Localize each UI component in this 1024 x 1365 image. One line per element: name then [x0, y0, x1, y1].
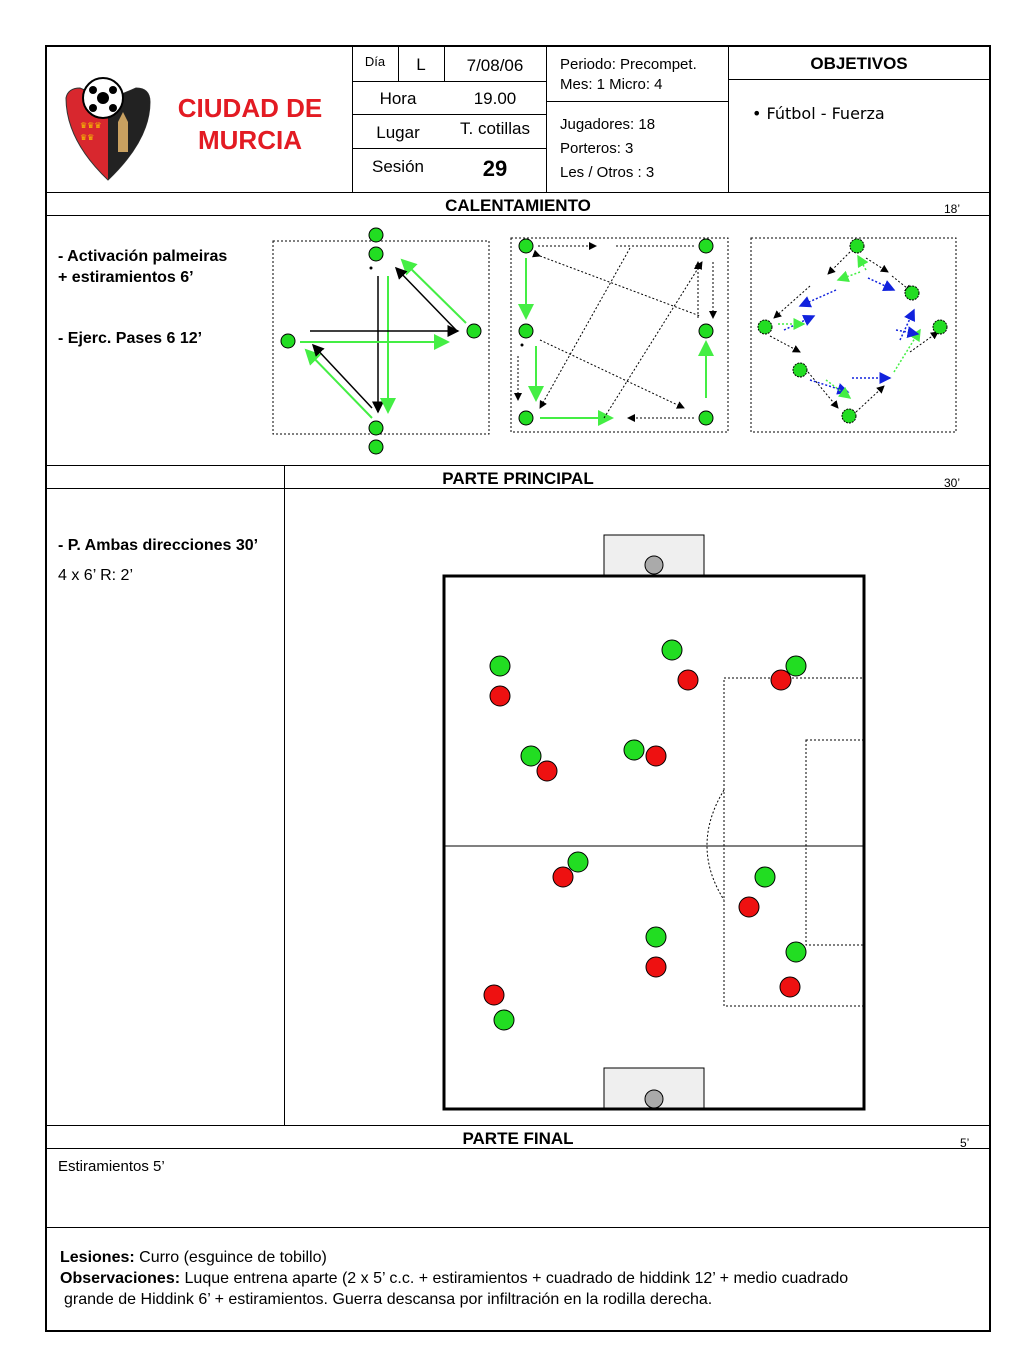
- warmup-field-3: [750, 237, 957, 433]
- frame-left: [45, 45, 47, 1332]
- observaciones-row: Observaciones: Luque entrena aparte (2 x…: [60, 1270, 848, 1288]
- warmup-field-1: [272, 240, 490, 435]
- final-text: Estiramientos 5’: [58, 1158, 165, 1175]
- dia-label: Día: [364, 54, 386, 69]
- divider: [45, 1125, 991, 1126]
- periodo: Periodo: Precompet.: [560, 56, 697, 73]
- calentamiento-title: CALENTAMIENTO: [445, 196, 591, 215]
- divider: [728, 79, 990, 80]
- principal-duration: 30’: [944, 476, 961, 490]
- calentamiento-line1: - Activación palmeiras: [58, 248, 228, 265]
- divider: [45, 192, 991, 193]
- club-name-line2: MURCIA: [198, 125, 302, 155]
- warmup-field-2: [510, 237, 729, 433]
- divider: [352, 81, 546, 82]
- goal-area: [805, 739, 865, 946]
- frame-right: [989, 45, 991, 1332]
- divider: [444, 45, 445, 81]
- divider: [284, 465, 285, 1125]
- goalkeeper: [644, 1089, 664, 1109]
- sesion-value: 29: [482, 156, 508, 181]
- penalty-arc: [706, 789, 725, 901]
- principal-title: PARTE PRINCIPAL: [442, 469, 594, 488]
- observaciones-text-1: Luque entrena aparte (2 x 5’ c.c. + esti…: [184, 1270, 849, 1287]
- red-team: [483, 669, 801, 1006]
- divider: [45, 1227, 991, 1228]
- pitch-diagram: [442, 534, 866, 1111]
- divider: [45, 1148, 991, 1149]
- calentamiento-line2: + estiramientos 6’: [58, 269, 194, 286]
- calentamiento-duration: 18’: [944, 202, 961, 216]
- porteros: Porteros: 3: [560, 140, 634, 157]
- divider: [352, 148, 546, 149]
- club-crest: ♛♛♛ ♛♛: [58, 60, 158, 185]
- club-name-line1: CIUDAD DE: [177, 93, 323, 123]
- final-title: PARTE FINAL: [462, 1129, 574, 1148]
- divider: [45, 215, 991, 216]
- objetivo-item: • Fútbol - Fuerza: [752, 104, 885, 123]
- hora-label: Hora: [379, 89, 417, 108]
- divider: [45, 465, 991, 466]
- divider: [398, 45, 399, 81]
- svg-text:♛♛: ♛♛: [80, 133, 94, 142]
- divider: [546, 45, 547, 193]
- svg-text:♛♛♛: ♛♛♛: [80, 121, 102, 130]
- lesiones-label: Lesiones:: [60, 1249, 135, 1266]
- objetivos-title: OBJETIVOS: [810, 54, 908, 73]
- divider: [352, 114, 546, 115]
- divider: [352, 45, 353, 193]
- sesion-label: Sesión: [372, 157, 424, 176]
- final-duration: 5’: [960, 1136, 970, 1150]
- observaciones-label: Observaciones:: [60, 1270, 181, 1287]
- mes-micro: Mes: 1 Micro: 4: [560, 76, 663, 93]
- divider: [546, 101, 728, 102]
- jugadores: Jugadores: 18: [560, 116, 656, 133]
- principal-line2: 4 x 6’ R: 2’: [58, 567, 133, 584]
- principal-line1: - P. Ambas direcciones 30’: [58, 537, 259, 554]
- otros: Les / Otros : 3: [560, 164, 655, 181]
- frame-bottom: [45, 1330, 991, 1332]
- session-date: 7/08/06: [466, 56, 524, 75]
- lugar-label: Lugar: [376, 123, 420, 142]
- divider: [728, 45, 729, 193]
- goalkeeper: [644, 555, 664, 575]
- warmup-diagrams: [272, 227, 957, 455]
- observaciones-text-2: grande de Hiddink 6’ + estiramientos. Gu…: [64, 1291, 713, 1308]
- divider: [45, 488, 991, 489]
- dia-value: L: [416, 55, 426, 74]
- frame-top: [45, 45, 991, 47]
- lugar-value: T. cotillas: [460, 119, 530, 138]
- lesiones-text: Curro (esguince de tobillo): [139, 1249, 327, 1266]
- lesiones-row: Lesiones: Curro (esguince de tobillo): [60, 1249, 327, 1267]
- green-team: [489, 639, 807, 1031]
- hora-value: 19.00: [473, 89, 517, 108]
- calentamiento-line3: - Ejerc. Pases 6 12’: [58, 330, 203, 347]
